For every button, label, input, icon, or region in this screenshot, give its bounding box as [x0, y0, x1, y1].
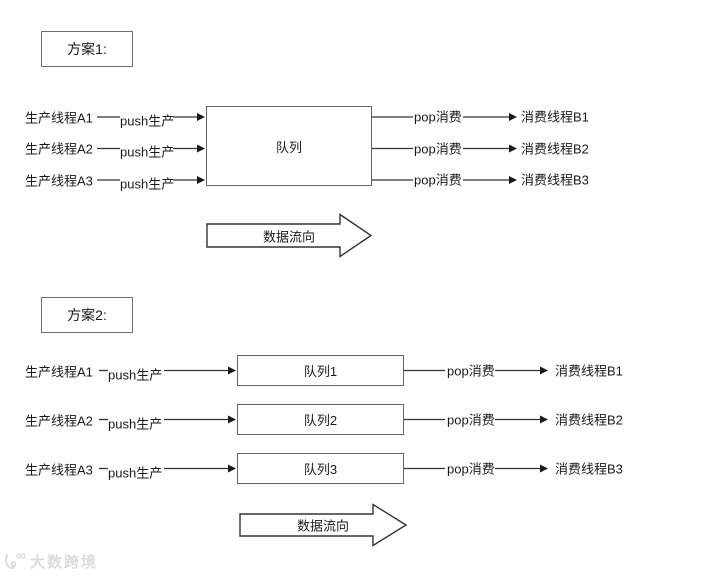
consumer-label: 消费线程B3 [555, 461, 623, 477]
pop-label: pop消费 [414, 109, 462, 125]
queue-box: 队列 [206, 106, 372, 186]
push-label: push生产 [120, 113, 175, 129]
producer-label: 生产线程A3 [25, 462, 93, 477]
pop-label: pop消费 [447, 412, 495, 428]
queue-label: 队列1 [303, 364, 338, 379]
scheme2-title-box: 方案2: [41, 297, 133, 333]
producer-label: 生产线程A2 [25, 413, 93, 428]
push-label: push生产 [108, 465, 163, 480]
pop-label: pop消费 [447, 461, 495, 477]
scheme1-title: 方案1: [67, 41, 107, 57]
queue-box: 队列3 [237, 453, 404, 484]
consumer-label: 消费线程B1 [555, 363, 623, 379]
flow-arrow-shape-2 [239, 503, 408, 547]
flow-arrow-label: 数据流向 [262, 229, 315, 244]
scheme1-title-box: 方案1: [41, 31, 133, 67]
watermark-text: 大数跨境 [30, 554, 99, 571]
producer-label: 生产线程A1 [25, 364, 93, 379]
pop-label: pop消费 [414, 172, 462, 188]
flow-arrow-label: 数据流向 [296, 518, 349, 534]
consumer-label: 消费线程B2 [555, 412, 623, 428]
consumer-label: 消费线程B2 [521, 141, 589, 156]
push-label: push生产 [108, 367, 163, 382]
pop-label: pop消费 [447, 363, 495, 379]
queue-box: 队列2 [237, 404, 404, 435]
watermark: 大数跨境 [4, 551, 98, 572]
producer-label: 生产线程A2 [25, 141, 93, 157]
queue-label: 队列 [275, 139, 302, 155]
push-label: push生产 [120, 176, 175, 192]
consumer-label: 消费线程B1 [521, 109, 589, 125]
producer-label: 生产线程A3 [25, 173, 93, 189]
pop-label: pop消费 [414, 141, 462, 156]
queue-label: 队列3 [303, 462, 338, 477]
push-label: push生产 [108, 416, 163, 431]
queue-box: 队列1 [237, 355, 404, 386]
scheme2-title: 方案2: [67, 307, 107, 323]
consumer-label: 消费线程B3 [521, 172, 589, 188]
producer-label: 生产线程A1 [25, 110, 93, 126]
watermark-logo-icon [4, 552, 26, 569]
queue-label: 队列2 [303, 413, 338, 428]
flow-arrow-shape-1 [206, 213, 373, 258]
push-label: push生产 [120, 144, 175, 160]
scheme1-connectors [97, 113, 517, 184]
scheme2-connectors [99, 366, 548, 473]
